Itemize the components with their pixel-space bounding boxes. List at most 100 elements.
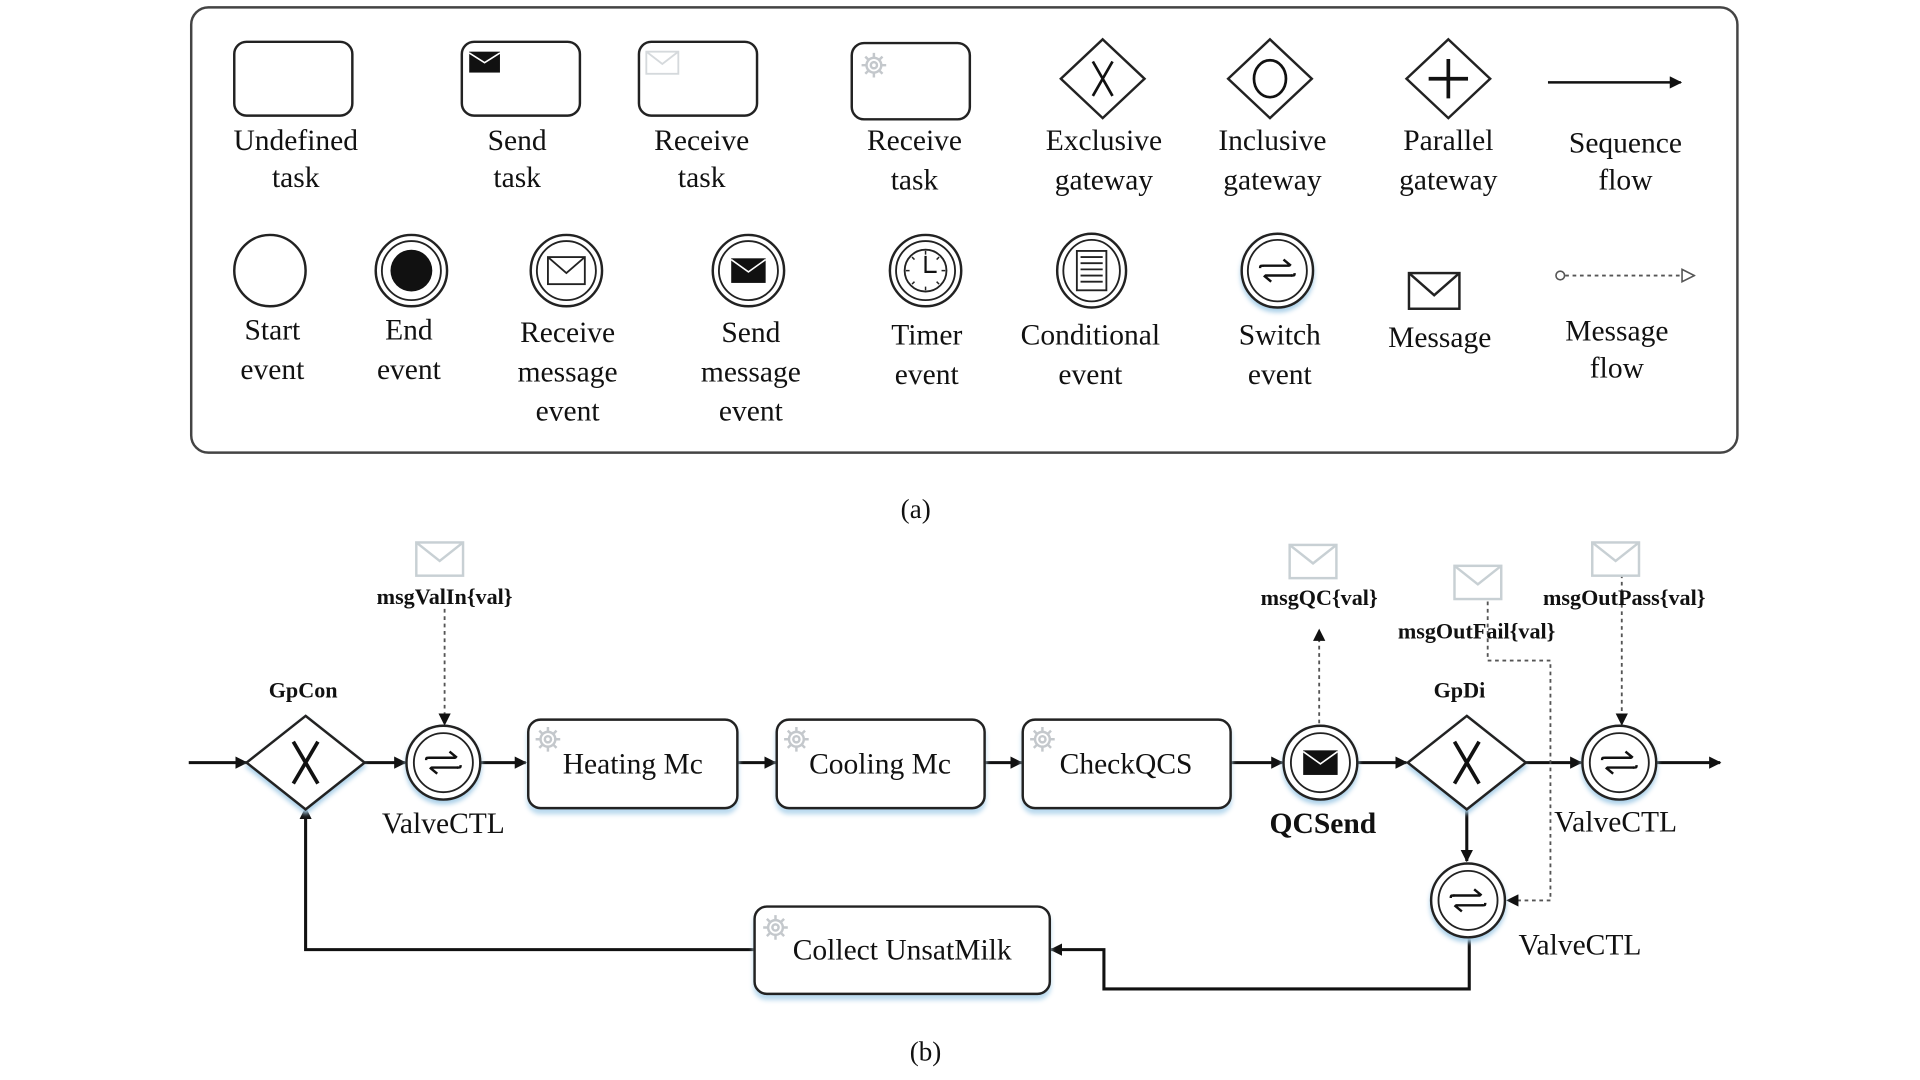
legend-receive-task-message: Receive task xyxy=(637,40,759,194)
legend-start-event: Start event xyxy=(233,233,307,386)
switch-event-icon xyxy=(405,724,482,801)
legend-label: event xyxy=(536,396,601,428)
x-mark-icon xyxy=(1452,740,1481,785)
envelope-icon xyxy=(1591,541,1641,577)
timer-event-icon xyxy=(888,233,963,308)
caption-a: (a) xyxy=(901,494,931,524)
envelope-icon xyxy=(1288,543,1338,580)
legend-label: flow xyxy=(1590,353,1645,385)
plus-mark-icon xyxy=(1428,59,1469,99)
legend-label: Sequence xyxy=(1569,128,1682,160)
event-valvectl-2[interactable]: ValveCTL xyxy=(1554,724,1677,839)
inclusive-gateway-icon xyxy=(1226,37,1314,120)
legend-label: End xyxy=(385,314,433,346)
task-collect[interactable]: Collect UnsatMilk xyxy=(753,905,1052,996)
conditional-event-icon xyxy=(1055,232,1128,309)
task-checkqcs[interactable]: CheckQCS xyxy=(1021,718,1232,810)
gateway-gpdi[interactable]: GpDi xyxy=(1405,677,1528,811)
message-msgoutpass: msgOutPass{val} xyxy=(1543,541,1706,610)
envelope-icon xyxy=(1407,271,1461,310)
sequence-flows xyxy=(188,756,1722,991)
legend-end-event: End event xyxy=(374,233,449,386)
envelope-icon xyxy=(645,50,680,75)
message-label: msgOutPass{val} xyxy=(1543,585,1706,610)
legend-label: gateway xyxy=(1399,164,1498,196)
gateway-label: GpCon xyxy=(269,677,338,702)
legend-label: event xyxy=(240,354,305,386)
legend-label: event xyxy=(719,396,784,428)
event-label: ValveCTL xyxy=(382,808,505,840)
switch-event-icon xyxy=(1581,724,1658,801)
x-mark-icon xyxy=(1091,60,1114,97)
legend-message-flow: Message flow xyxy=(1558,276,1695,385)
event-label: ValveCTL xyxy=(1518,930,1641,962)
legend-conditional-event: Conditional event xyxy=(1021,232,1160,391)
legend-label: Exclusive xyxy=(1046,125,1162,157)
envelope-icon xyxy=(1453,564,1503,601)
legend-label: event xyxy=(377,354,442,386)
legend-receive-message-event: Receive message event xyxy=(518,233,618,428)
task-box xyxy=(1021,718,1232,810)
undefined-task-icon xyxy=(233,40,354,117)
legend-border xyxy=(189,6,1739,454)
legend-label: Parallel xyxy=(1403,125,1493,157)
legend-label: Send xyxy=(488,125,547,157)
event-valvectl-1[interactable]: ValveCTL xyxy=(382,724,505,840)
legend-label: Timer xyxy=(891,319,962,351)
send-message-event-icon xyxy=(711,233,786,308)
legend-undefined-task: Undefined task xyxy=(233,40,358,194)
start-event-icon xyxy=(233,233,307,308)
switch-event-icon xyxy=(1429,862,1507,939)
process-diagram: msgValIn{val} msgQC{val} msgOutFail{val}… xyxy=(188,541,1722,996)
event-label: ValveCTL xyxy=(1554,807,1677,839)
legend-exclusive-gateway: Exclusive gateway xyxy=(1046,37,1162,196)
task-label: Heating Mc xyxy=(563,749,703,781)
task-cooling[interactable]: Cooling Mc xyxy=(775,718,986,810)
legend-receive-task-gear: Receive task xyxy=(850,41,972,196)
legend-label: Message xyxy=(1388,322,1491,354)
switch-event-icon xyxy=(1240,232,1315,309)
task-label: Collect UnsatMilk xyxy=(793,934,1012,966)
gateway-label: GpDi xyxy=(1434,677,1486,702)
service-task-icon xyxy=(850,41,972,121)
legend-label: Inclusive xyxy=(1218,125,1326,157)
task-box xyxy=(753,905,1052,996)
sequence-flow xyxy=(1049,937,1471,991)
task-heating[interactable]: Heating Mc xyxy=(527,718,739,810)
message-msgqc: msgQC{val} xyxy=(1261,543,1378,610)
filled-envelope-icon xyxy=(468,51,501,73)
legend-label: Switch xyxy=(1239,319,1321,351)
legend-send-task: Send task xyxy=(460,40,582,194)
envelope-icon xyxy=(415,541,465,577)
legend-label: Receive xyxy=(654,125,749,157)
legend-label: Start xyxy=(245,314,302,346)
legend-switch-event: Switch event xyxy=(1239,232,1321,391)
message-flow xyxy=(1486,594,1552,907)
legend-label: gateway xyxy=(1055,164,1154,196)
receive-message-event-icon xyxy=(529,233,604,308)
task-box xyxy=(775,718,986,810)
legend-label: event xyxy=(1058,359,1123,391)
legend-label: Receive xyxy=(867,125,962,157)
message-label: msgOutFail{val} xyxy=(1398,618,1556,643)
gateway-gpcon[interactable]: GpCon xyxy=(244,677,367,811)
filled-envelope-icon xyxy=(1303,750,1338,775)
x-mark-icon xyxy=(291,740,320,785)
legend-label: message xyxy=(518,356,618,388)
legend-sequence-flow: Sequence flow xyxy=(1547,76,1683,196)
legend-inclusive-gateway: Inclusive gateway xyxy=(1218,37,1327,196)
caption-b: (b) xyxy=(910,1036,942,1066)
circle-mark-icon xyxy=(1252,58,1288,99)
event-valvectl-3[interactable]: ValveCTL xyxy=(1429,862,1641,962)
message-label: msgValIn{val} xyxy=(377,584,513,609)
message-label: msgQC{val} xyxy=(1261,585,1378,610)
legend-label: task xyxy=(272,162,320,194)
legend-label: task xyxy=(891,164,939,196)
event-qcsend[interactable]: QCSend xyxy=(1270,724,1377,840)
legend-label: message xyxy=(701,356,801,388)
legend-label: Send xyxy=(721,317,780,349)
legend-timer-event: Timer event xyxy=(888,233,963,391)
message-flows xyxy=(438,574,1628,907)
event-label: QCSend xyxy=(1270,808,1377,840)
